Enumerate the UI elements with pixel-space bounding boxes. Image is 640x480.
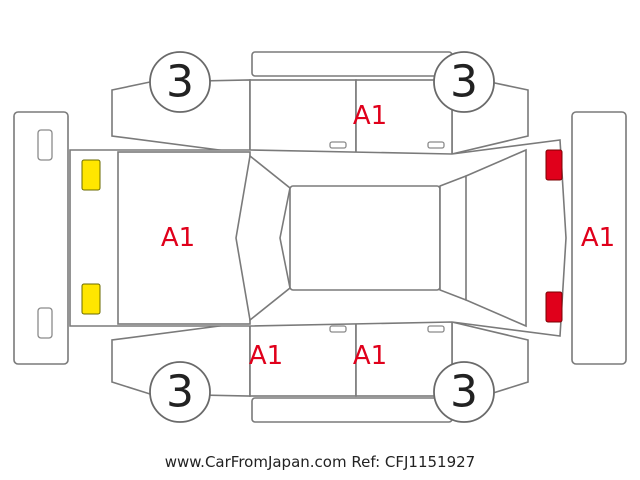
damage-code-lower-rear-door: A1	[353, 341, 387, 371]
footer-reference: www.CarFromJapan.com Ref: CFJ1151927	[165, 453, 475, 471]
wheel-rear-left: 3	[433, 51, 495, 113]
wheel-front-right-grade: 3	[166, 367, 194, 418]
wheel-rear-left-grade: 3	[450, 57, 478, 108]
rear-bumper	[571, 111, 627, 365]
wheel-rear-right-grade: 3	[450, 367, 478, 418]
headlamps	[81, 159, 101, 315]
taillamps	[545, 149, 563, 323]
car-body	[69, 139, 567, 337]
wheel-rear-right: 3	[433, 361, 495, 423]
damage-code-hood: A1	[161, 223, 195, 253]
top-side-panels	[111, 51, 529, 157]
wheel-front-left: 3	[149, 51, 211, 113]
taillamp-lower	[545, 291, 563, 323]
wheel-front-right: 3	[149, 361, 211, 423]
damage-code-lower-front-door: A1	[249, 341, 283, 371]
damage-code-top-door: A1	[353, 101, 387, 131]
headlamp-upper	[81, 159, 101, 191]
taillamp-upper	[545, 149, 563, 181]
headlamp-lower	[81, 283, 101, 315]
damage-code-rear-bumper: A1	[581, 223, 615, 253]
front-bumper	[13, 111, 69, 365]
wheel-front-left-grade: 3	[166, 57, 194, 108]
